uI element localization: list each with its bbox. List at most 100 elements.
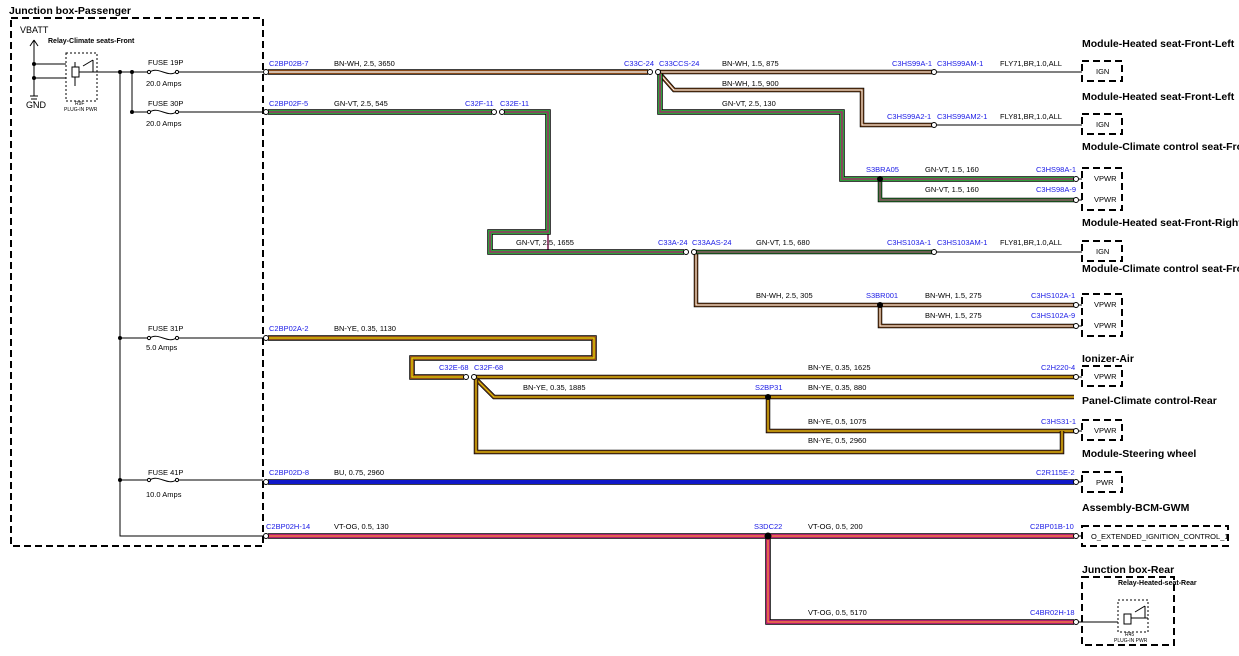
module-title: Module-Heated seat-Front-Left	[1082, 91, 1235, 103]
fuse-31p-label: FUSE 31P	[148, 324, 183, 333]
connector-label: C2BP02H-14	[266, 522, 310, 531]
fuse-41p: FUSE 41P 10.0 Amps	[145, 468, 263, 499]
right-modules: Module-Heated seat-Front-Left IGN Module…	[1081, 38, 1239, 646]
module-steering-wheel: Module-Steering wheel PWR	[1081, 448, 1196, 493]
module-climate-seat-front-right: Module-Climate control seat-Front-Right …	[1081, 263, 1239, 337]
connector-label: C3HS99AM2-1	[937, 112, 987, 121]
relay-rear-label: Relay-Heated-seat-Rear	[1118, 580, 1197, 587]
splice-s3bra05	[877, 176, 883, 182]
fuse-19p: FUSE 19P 20.0 Amps	[145, 58, 263, 88]
connector-label: C2BP02D-8	[269, 468, 309, 477]
connector-label: C32E-11	[500, 99, 529, 108]
connector-labels: C2BP02B-7 C2BP02F-5 C2BP02A-2 C2BP02D-8 …	[266, 59, 1076, 617]
pin-label: VPWR	[1094, 426, 1117, 435]
relay-rear-type: PLUG-IN PWR	[1114, 638, 1148, 644]
wire-label: BN-YE, 0.35, 1885	[523, 383, 586, 392]
assembly-bcm-gwm: Assembly-BCM-GWM O_EXTENDED_IGNITION_CON…	[1081, 502, 1229, 547]
connector-label: C3HS103AM-1	[937, 238, 987, 247]
splice-s2bp31	[765, 394, 771, 400]
connector-label: C32F-68	[474, 363, 503, 372]
splice-label: S3BRA05	[866, 165, 899, 174]
splice-label: S3DC22	[754, 522, 782, 531]
module-title: Module-Climate control seat-Front-Left	[1082, 141, 1239, 153]
connector-label: C3HS31-1	[1041, 417, 1076, 426]
connector-label: C32F-11	[465, 99, 494, 108]
connector-label: C3HS102A-1	[1031, 291, 1075, 300]
wire-label: BN-WH, 1.5, 275	[925, 311, 982, 320]
wire	[488, 110, 684, 254]
module-heated-seat-front-right: Module-Heated seat-Front-Right IGN	[1081, 217, 1239, 262]
vbatt-arrow-icon	[29, 39, 39, 47]
connector-label: C3HS99A2-1	[887, 112, 931, 121]
wire-label: BN-WH, 2.5, 305	[756, 291, 813, 300]
pin-label: VPWR	[1094, 174, 1117, 183]
connector-label: C2H220-4	[1041, 363, 1075, 372]
module-title: Module-Heated seat-Front-Left	[1082, 38, 1235, 50]
wire-stripe	[475, 379, 1063, 453]
connector-label: C3HS98A-1	[1036, 165, 1076, 174]
pin-label: IGN	[1096, 247, 1109, 256]
wire-label: VT-OG, 0.5, 130	[334, 522, 389, 531]
splice-label: S2BP31	[755, 383, 783, 392]
module-title: Panel-Climate control-Rear	[1082, 395, 1217, 407]
wire-label: BN-WH, 1.5, 900	[722, 79, 779, 88]
connector-label: C33AAS-24	[692, 238, 732, 247]
pin-label: VPWR	[1094, 300, 1117, 309]
junction-box-passenger-title: Junction box-Passenger	[9, 5, 131, 17]
fuse-30p-label: FUSE 30P	[148, 99, 183, 108]
fuse-19p-label: FUSE 19P	[148, 58, 183, 67]
wire-label: BN-WH, 1.5, 875	[722, 59, 779, 68]
connector-label: C33A-24	[658, 238, 688, 247]
pin-label: PWR	[1096, 478, 1114, 487]
wire-stripe	[767, 397, 1074, 432]
relay-front-label: Relay-Climate seats-Front	[48, 38, 135, 45]
module-heated-seat-front-left-2: Module-Heated seat-Front-Left IGN	[1081, 91, 1235, 135]
wire-labels: BN-WH, 2.5, 3650 BN-WH, 1.5, 875 BN-WH, …	[334, 59, 1062, 617]
connector-label: C3HS103A-1	[887, 238, 931, 247]
module-title: Ionizer-Air	[1082, 353, 1134, 365]
pin-label: IGN	[1096, 67, 1109, 76]
connector-label: C33CCS-24	[659, 59, 699, 68]
pin-stubs	[937, 71, 1118, 623]
fuse-19p-amps: 20.0 Amps	[146, 79, 182, 88]
wire-stripe	[659, 73, 932, 126]
splice-label: S3BR001	[866, 291, 898, 300]
fuse-41p-label: FUSE 41P	[148, 468, 183, 477]
spec-label: FLY81,BR,1.0,ALL	[1000, 112, 1062, 121]
wire-label: GN-VT, 1.5, 160	[925, 165, 979, 174]
wire-stripe	[767, 536, 1074, 623]
splice-s3br001	[877, 302, 883, 308]
gnd-label: GND	[26, 100, 47, 110]
connector-label: C4BR02H-18	[1030, 608, 1075, 617]
wire-label: GN-VT, 1.5, 680	[756, 238, 810, 247]
connector-pins	[263, 69, 1079, 625]
wire-label: GN-VT, 2.5, 130	[722, 99, 776, 108]
wire-label: VT-OG, 0.5, 5170	[808, 608, 867, 617]
wire-label: BN-WH, 1.5, 275	[925, 291, 982, 300]
wire-label: GN-VT, 1.5, 160	[925, 185, 979, 194]
svg-text:Module-Heated seat-Front-Left: Module-Heated seat-Front-Left	[1082, 38, 1235, 50]
pin-label: VPWR	[1094, 321, 1117, 330]
wire-label: BN-WH, 2.5, 3650	[334, 59, 395, 68]
fuse-41p-amps: 10.0 Amps	[146, 490, 182, 499]
connector-label: C2BP02B-7	[269, 59, 309, 68]
fuse-30p: FUSE 30P 20.0 Amps	[145, 99, 263, 128]
fuse-31p: FUSE 31P 5.0 Amps	[145, 324, 263, 352]
relay-front-type: PLUG-IN PWR	[64, 107, 98, 113]
pin-label: VPWR	[1094, 195, 1117, 204]
panel-climate-control-rear: Panel-Climate control-Rear VPWR	[1081, 395, 1217, 441]
pin-label: IGN	[1096, 120, 1109, 129]
ground-symbol	[30, 40, 38, 103]
wire-stripe	[268, 337, 595, 378]
ionizer-air: Ionizer-Air VPWR	[1081, 353, 1134, 387]
wire-stripe	[475, 378, 1074, 398]
fuse-31p-amps: 5.0 Amps	[146, 343, 178, 352]
connector-label: C2BP02A-2	[269, 324, 309, 333]
pin-label: O_EXTENDED_IGNITION_CONTROL_1	[1091, 532, 1229, 541]
splice-nodes	[764, 176, 883, 540]
module-title: Module-Climate control seat-Front-Right	[1082, 263, 1239, 275]
connector-label: C3HS102A-9	[1031, 311, 1075, 320]
connector-label: C2BP01B-10	[1030, 522, 1074, 531]
module-title: Assembly-BCM-GWM	[1082, 502, 1190, 514]
